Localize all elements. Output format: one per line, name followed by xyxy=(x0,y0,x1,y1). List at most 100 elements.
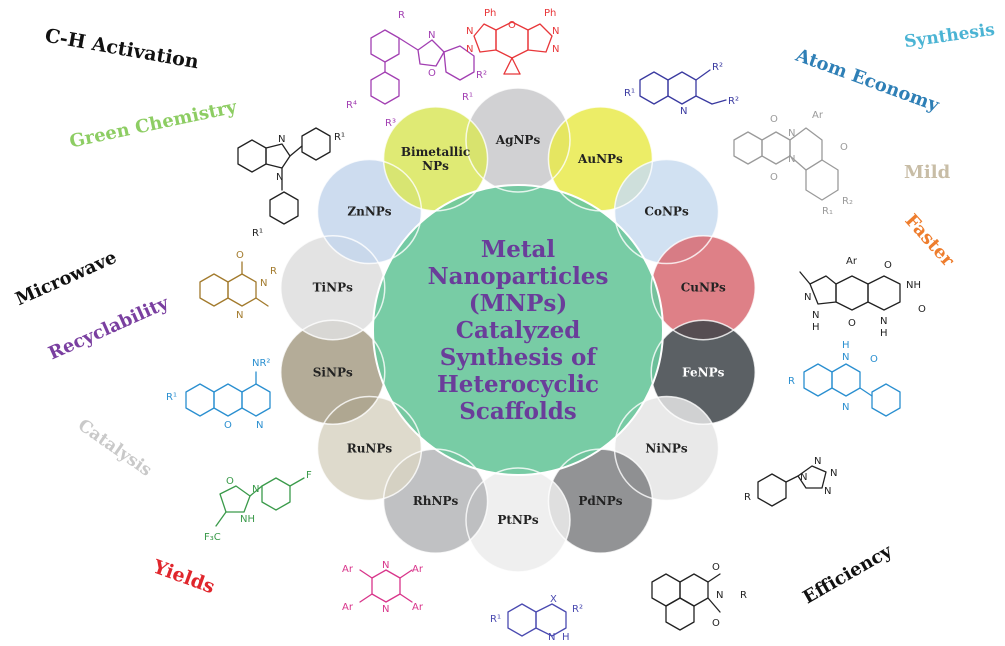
svg-text:N: N xyxy=(788,128,795,139)
svg-text:R₂: R₂ xyxy=(842,196,853,207)
svg-text:O: O xyxy=(712,562,720,573)
np-label-rhnps: RhNPs xyxy=(413,494,459,508)
center-title-line: Synthesis of xyxy=(440,344,599,371)
np-label-conps: CoNPs xyxy=(644,205,689,219)
svg-text:R: R xyxy=(788,376,795,387)
svg-text:N: N xyxy=(236,310,243,321)
svg-text:X: X xyxy=(550,594,557,605)
svg-text:N: N xyxy=(552,44,559,55)
svg-text:O: O xyxy=(884,260,892,271)
svg-text:N: N xyxy=(466,44,473,55)
center-title-line: Metal xyxy=(481,236,556,263)
svg-text:N: N xyxy=(842,352,849,363)
structure-benzimidazole: N N R¹ R¹ xyxy=(237,127,345,239)
np-outline-fenps xyxy=(650,319,756,426)
svg-text:F₃C: F₃C xyxy=(204,532,221,543)
structure-naphthalimide: O N R O xyxy=(651,562,747,631)
svg-text:N: N xyxy=(812,310,819,321)
svg-text:N: N xyxy=(260,278,267,289)
np-outline-runps xyxy=(316,395,423,502)
np-label-sinps: SiNPs xyxy=(313,365,353,379)
structure-tetrazole: N N N N R xyxy=(744,456,837,507)
svg-text:H: H xyxy=(812,322,820,333)
svg-text:NR²: NR² xyxy=(252,358,270,369)
structure-benzoxazole: R R⁴ R³ R² R¹ N O xyxy=(346,10,487,129)
np-outline-ptnps xyxy=(465,467,571,573)
center-circle xyxy=(372,184,664,476)
svg-text:O: O xyxy=(508,20,516,31)
svg-text:O: O xyxy=(712,618,720,629)
svg-text:N: N xyxy=(428,30,435,41)
structure-pyrazine: Ar Ar N N Ar Ar xyxy=(342,560,424,615)
np-label-agnps: AgNPs xyxy=(495,133,541,147)
svg-text:R²: R² xyxy=(572,604,583,615)
svg-text:N: N xyxy=(804,292,811,303)
svg-text:R¹: R¹ xyxy=(462,92,473,103)
svg-text:O: O xyxy=(428,68,436,79)
svg-text:O: O xyxy=(226,476,234,487)
svg-text:N: N xyxy=(466,26,473,37)
np-outline-aunps xyxy=(547,106,654,212)
center-title: MetalNanoparticles(MNPs)CatalyzedSynthes… xyxy=(428,236,609,425)
svg-text:O: O xyxy=(770,114,778,125)
svg-text:NH: NH xyxy=(906,280,921,291)
np-outline-conps xyxy=(613,158,720,265)
structure-phthalazine: O O Ar O N N R₁ R₂ xyxy=(733,110,853,217)
svg-text:N: N xyxy=(276,172,283,183)
np-label-znnps: ZnNPs xyxy=(347,205,391,219)
np-outline-ninps xyxy=(613,395,720,502)
structure-chromenopyridine: NR² R¹ O N xyxy=(166,358,271,431)
svg-text:Ar: Ar xyxy=(342,602,354,613)
svg-text:O: O xyxy=(770,172,778,183)
svg-text:N: N xyxy=(382,604,389,615)
svg-text:Ar: Ar xyxy=(412,602,424,613)
np-outline-agnps xyxy=(465,87,571,193)
np-outline-cunps xyxy=(650,234,756,341)
np-circle-sinps xyxy=(280,320,385,425)
svg-text:H: H xyxy=(880,328,888,339)
np-label-runps: RuNPs xyxy=(347,441,393,455)
svg-text:Ar: Ar xyxy=(412,564,424,575)
svg-text:R²: R² xyxy=(476,70,487,81)
svg-text:R¹: R¹ xyxy=(490,614,501,625)
structure-oxadiazole: O N NH F F₃C xyxy=(204,470,312,543)
np-label-aunps: AuNPs xyxy=(577,152,623,166)
np-circle-pdnps xyxy=(548,449,653,554)
np-outline-rhnps xyxy=(382,448,489,554)
svg-text:N: N xyxy=(842,402,849,413)
svg-text:N: N xyxy=(252,484,259,495)
svg-text:NH: NH xyxy=(240,514,255,525)
np-circle-agnps xyxy=(466,88,570,192)
svg-text:R¹: R¹ xyxy=(334,132,345,143)
svg-text:O: O xyxy=(848,318,856,329)
structure-benzoheterocycle: R¹ X R² N H xyxy=(490,594,583,643)
np-outline-sinps xyxy=(280,319,386,426)
svg-text:N: N xyxy=(716,590,723,601)
np-circle-cunps xyxy=(651,235,756,340)
center-title-line: Heterocyclic xyxy=(437,371,599,398)
structure-quinoline: R¹ R² R² N xyxy=(624,62,739,117)
svg-text:N: N xyxy=(256,420,263,431)
svg-text:R: R xyxy=(270,266,277,277)
svg-text:R²: R² xyxy=(728,96,739,107)
svg-text:H: H xyxy=(842,340,850,351)
svg-text:R¹: R¹ xyxy=(624,88,635,99)
svg-text:R¹: R¹ xyxy=(166,392,177,403)
svg-text:N: N xyxy=(830,468,837,479)
svg-text:O: O xyxy=(840,142,848,153)
svg-text:N: N xyxy=(788,154,795,165)
svg-text:Ph: Ph xyxy=(544,8,556,19)
svg-text:N: N xyxy=(880,316,887,327)
center-title-line: Catalyzed xyxy=(456,317,581,344)
center-title-line: Scaffolds xyxy=(459,398,577,425)
center-title-line: Nanoparticles xyxy=(428,263,609,290)
svg-text:R¹: R¹ xyxy=(252,228,263,239)
np-label-cunps: CuNPs xyxy=(681,281,726,295)
np-label-ninps: NiNPs xyxy=(645,441,688,455)
svg-text:N: N xyxy=(800,472,807,483)
svg-text:Ar: Ar xyxy=(342,564,354,575)
svg-text:N: N xyxy=(824,486,831,497)
